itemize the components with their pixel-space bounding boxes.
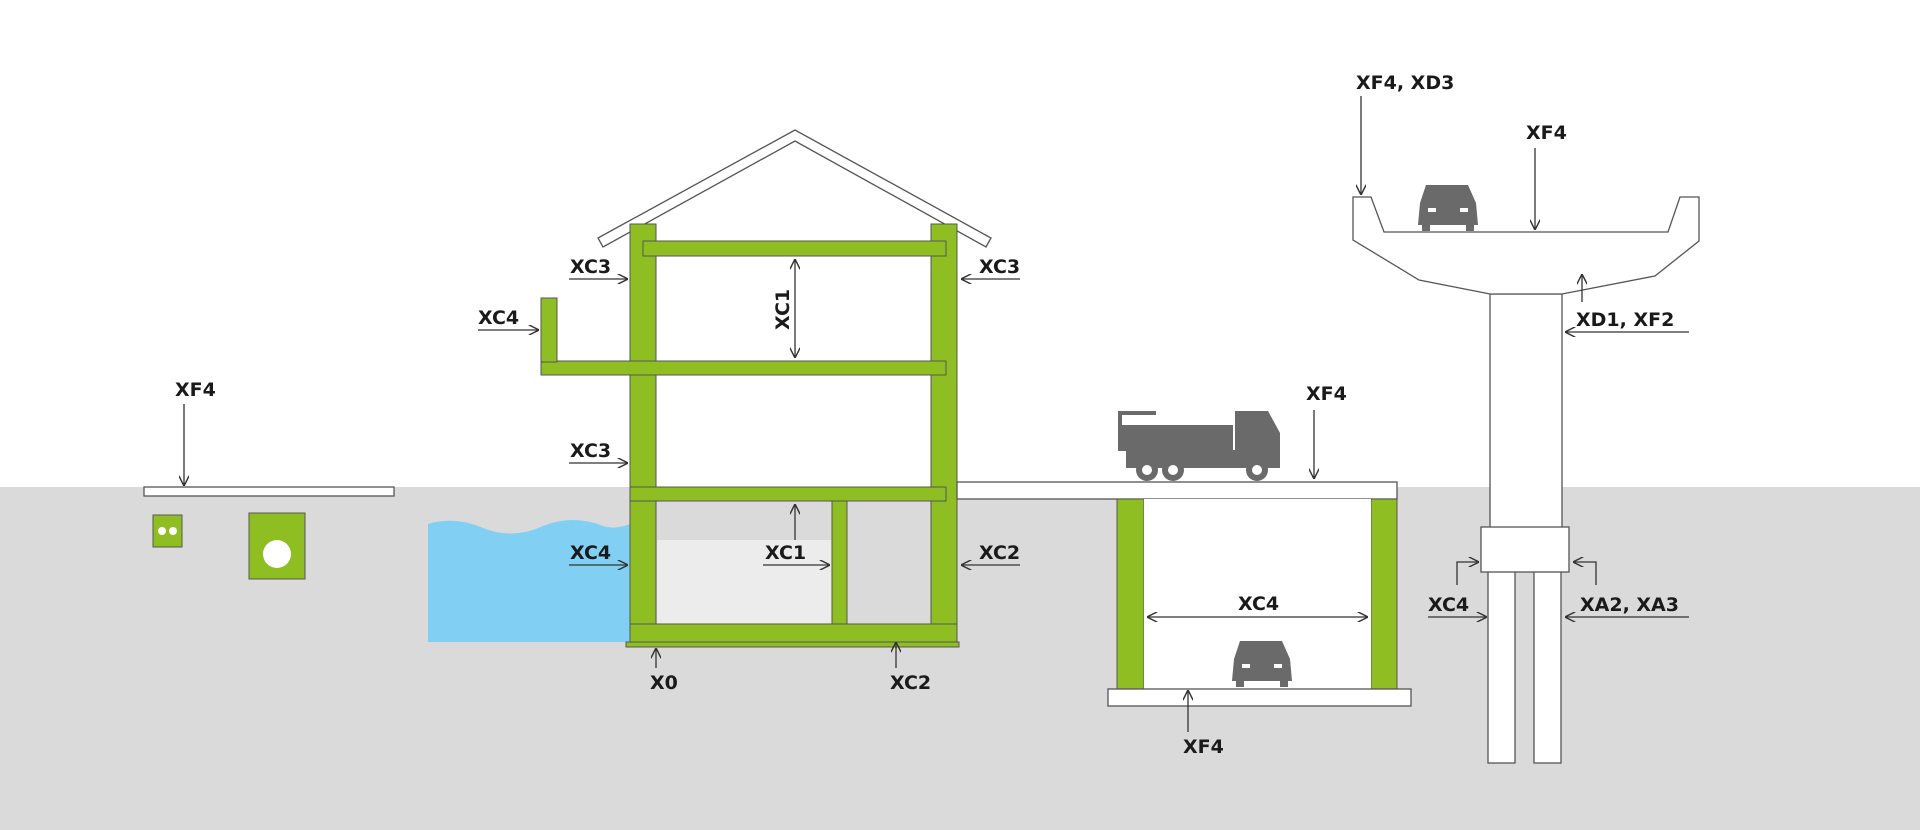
- label-house-ext-wall-upper-right: XC3: [979, 256, 1020, 278]
- label-parking-base: XF4: [1183, 736, 1224, 758]
- bridge-deck: [1352, 196, 1700, 295]
- label-house-interior: XC1: [772, 289, 794, 330]
- parking-walls: [1116, 498, 1398, 690]
- label-house-ext-wall-mid-left: XC3: [570, 440, 611, 462]
- label-bridge-cap: XF4, XD3: [1356, 72, 1454, 94]
- pile-cap: [1480, 526, 1570, 573]
- ground-slab: [143, 486, 395, 497]
- label-slab-top: XF4: [175, 379, 216, 401]
- label-house-basement-interior: XC1: [765, 542, 806, 564]
- house-structure: [540, 223, 960, 648]
- bridge-pier: [1489, 293, 1563, 530]
- label-parking-interior: XC4: [1238, 593, 1279, 615]
- car-icon: [1418, 185, 1478, 231]
- label-house-foundation-left: X0: [650, 672, 678, 694]
- pipe-element: [248, 512, 306, 580]
- label-house-basement-wall-right: XC2: [979, 542, 1020, 564]
- parking-base: [1107, 688, 1412, 707]
- label-parking-deck-top: XF4: [1306, 383, 1347, 405]
- label-bridge-pier-right: XA2, XA3: [1580, 594, 1679, 616]
- label-bridge-deck: XF4: [1526, 122, 1567, 144]
- label-bridge-pier-left: XC4: [1428, 594, 1469, 616]
- truck-icon: [1118, 411, 1280, 481]
- house-roof: [597, 129, 992, 248]
- parking-deck: [956, 481, 1398, 500]
- label-house-ext-wall-upper-left: XC3: [570, 256, 611, 278]
- label-house-foundation-right: XC2: [890, 672, 931, 694]
- annotation-arrows: [184, 96, 1689, 732]
- label-house-wall-water: XC4: [570, 542, 611, 564]
- label-bridge-underside: XD1, XF2: [1576, 309, 1674, 331]
- label-house-balcony: XC4: [478, 307, 519, 329]
- small-precast-element: [152, 514, 183, 548]
- bridge-piles: [1487, 569, 1562, 764]
- basement-interior: [657, 540, 832, 624]
- water-body: [428, 520, 630, 642]
- ground: [0, 487, 1920, 830]
- car-icon: [1232, 641, 1292, 687]
